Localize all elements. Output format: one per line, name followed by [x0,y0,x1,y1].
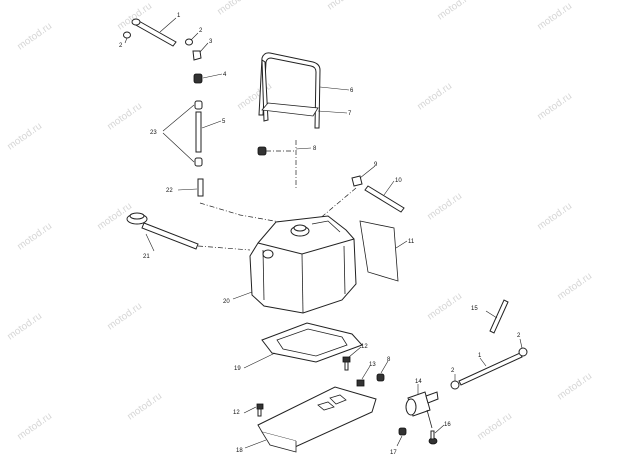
watermark-text: motod.ru [425,291,464,323]
part-fuel-pump-14 [405,391,439,429]
callout-7: 7 [348,111,352,117]
watermark-text: motod.ru [535,91,574,123]
watermark-text: motod.ru [15,411,54,443]
part-bolt-16 [428,430,438,445]
part-fuel-line-top [131,18,177,47]
callout-5: 5 [222,119,226,125]
callout-1: 1 [177,13,181,19]
callout-8b: 8 [387,357,391,363]
watermark-text: motod.ru [555,371,594,403]
callout-2a: 2 [119,43,123,49]
callout-12b: 12 [233,410,240,416]
part-clamp-2a [123,31,131,39]
part-vent-hose-10 [364,185,405,213]
watermark-text: motod.ru [425,191,464,223]
part-hose-5 [195,111,202,153]
part-fuel-cap-21 [126,212,199,250]
part-nut-13 [356,379,365,387]
callout-8a: 8 [313,146,317,152]
callout-2c: 2 [451,368,455,374]
watermark-text: motod.ru [105,301,144,333]
part-skid-plate-18 [257,386,377,453]
callout-6: 6 [350,88,354,94]
callout-10: 10 [395,178,402,184]
callout-16: 16 [444,422,451,428]
part-grommet-8b [376,373,385,382]
part-fuel-tank-20 [249,215,357,314]
watermark-text: motod.ru [15,21,54,53]
callout-19: 19 [234,366,241,372]
part-fitting-22 [197,178,204,197]
callout-23: 23 [150,130,157,136]
callout-11: 11 [408,239,415,245]
callout-21: 21 [143,254,150,260]
watermark-text: motod.ru [475,411,514,443]
callout-18: 18 [236,448,243,454]
callout-2b: 2 [199,28,203,34]
watermark-text: motod.ru [5,121,44,153]
part-mat-19 [261,322,363,363]
callout-15: 15 [471,306,478,312]
part-clamp-4 [193,73,203,84]
callout-2d: 2 [517,333,521,339]
part-fuel-line-15 [489,299,509,334]
callout-13: 13 [369,362,376,368]
callout-1b: 1 [478,353,482,359]
callout-4: 4 [223,72,227,78]
watermark-text: motod.ru [435,0,474,22]
watermark-text: motod.ru [125,391,164,423]
callout-14: 14 [415,379,422,385]
part-clamp-2c [450,380,460,390]
watermark-text: motod.ru [215,0,254,17]
watermark-text: motod.ru [105,101,144,133]
part-vent-fitting-9 [351,175,363,187]
part-fitting-3 [192,50,202,61]
watermark-text: motod.ru [325,0,364,12]
callout-22: 22 [166,188,173,194]
part-bolt-12b [256,403,264,417]
part-fuel-line-1b [458,352,523,386]
watermark-text: motod.ru [15,221,54,253]
part-tank-bracket-6 [258,52,321,129]
part-grommet-17 [398,427,407,436]
callout-3: 3 [209,39,213,45]
part-clamp-23a [194,100,203,110]
callout-9: 9 [374,162,378,168]
callout-12a: 12 [361,344,368,350]
watermark-text: motod.ru [555,271,594,303]
part-grommet-8a [257,146,267,156]
part-pad-11 [359,220,399,282]
callout-20: 20 [223,299,230,305]
watermark-text: motod.ru [535,1,574,33]
part-strap-pad-7 [261,102,319,117]
watermark-text: motod.ru [5,311,44,343]
callout-17: 17 [390,450,397,456]
watermark-text: motod.ru [415,81,454,113]
part-bolt-12a [342,356,351,371]
watermark-text: motod.ru [535,201,574,233]
part-clamp-2d [518,347,528,357]
part-clamp-23b [194,157,203,167]
part-clamp-2b [185,38,193,46]
